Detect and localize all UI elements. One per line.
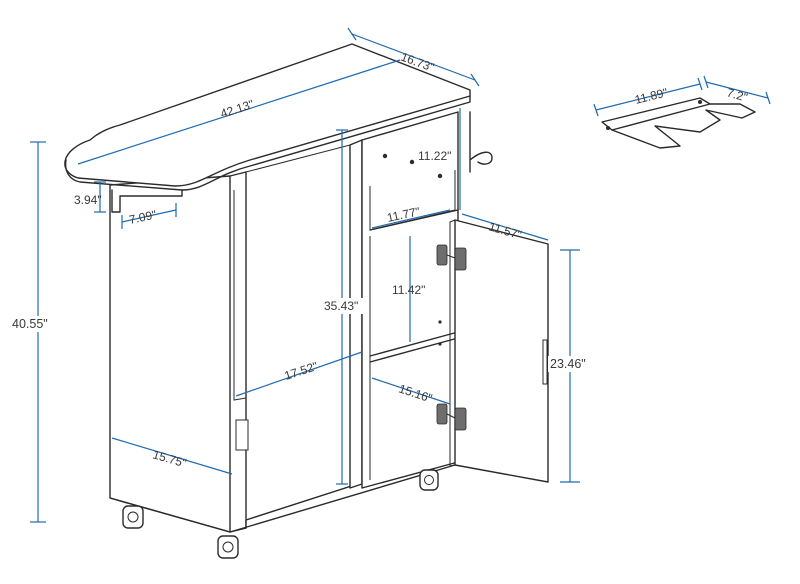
- left-panel-front-edge: [229, 171, 247, 533]
- open-shelf-height-label: 11.22": [418, 149, 451, 163]
- rack-wire-frame: [611, 103, 756, 149]
- overhang-bracket: [111, 189, 183, 213]
- hinge-top: [436, 244, 467, 271]
- peg-hole: [437, 173, 443, 179]
- cabinet-middle-shelf: [369, 331, 459, 363]
- rack-width-label: 7.2": [725, 85, 749, 104]
- inner-support-post: [233, 190, 247, 401]
- kitchen-cart-drawing: [64, 43, 549, 559]
- interior-height-label: 35.43": [324, 299, 358, 313]
- caster-wheel: [419, 469, 439, 491]
- left-side-panel: [109, 175, 231, 533]
- peg-hole: [438, 342, 442, 346]
- open-shelf-width-label: 11.77": [386, 204, 422, 225]
- door-thickness: [449, 219, 456, 467]
- towel-hook-icon: [469, 111, 493, 173]
- overhang-height-label: 3.94": [74, 193, 102, 207]
- peg-hole: [438, 320, 442, 324]
- overhang-width-label: 7.09": [128, 207, 158, 226]
- interior-width-label: 17.52": [283, 359, 320, 383]
- caster-wheel: [122, 505, 144, 529]
- cabinet-shelf-line-1: [369, 209, 459, 231]
- rack-detail-drawing: [601, 97, 756, 149]
- peg-hole: [382, 153, 388, 159]
- inner-block: [235, 419, 249, 451]
- hinge-bottom: [436, 403, 467, 431]
- cabinet-door: [454, 219, 549, 483]
- rack-length-label: 11.89": [633, 85, 669, 107]
- caster-wheel: [217, 535, 239, 559]
- rack-mounting-bar: [601, 97, 711, 131]
- total-height-label: 40.55": [12, 317, 48, 331]
- door-handle: [542, 339, 548, 385]
- door-height-label: 23.46": [550, 357, 586, 371]
- peg-hole: [409, 159, 415, 165]
- shelf-height-label: 11.42": [392, 283, 425, 297]
